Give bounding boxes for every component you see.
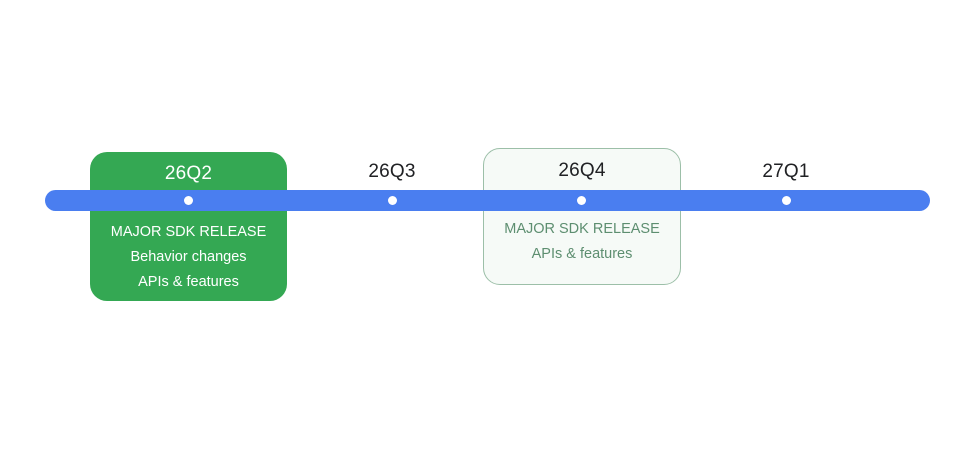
milestone-line-major-release: MAJOR SDK RELEASE [110,224,267,240]
milestone-title-26q2: 26Q2 [164,163,213,184]
milestone-body-26q4: MAJOR SDK RELEASE APIs & features [484,217,680,267]
milestone-line-apis-features: APIs & features [138,274,239,290]
milestone-line-major-release: MAJOR SDK RELEASE [504,221,660,237]
milestone-label-26q3: 26Q3 [368,161,416,182]
milestone-card-26q2[interactable]: 26Q2 MAJOR SDK RELEASE Behavior changes … [90,152,287,301]
milestone-label-27q1: 27Q1 [762,161,810,182]
milestone-line-behavior-changes: Behavior changes [130,249,247,265]
timeline-dot-26q3[interactable] [387,196,397,205]
timeline-dot-26q4[interactable] [576,196,586,205]
milestone-title-26q4: 26Q4 [558,160,606,181]
milestone-line-apis-features: APIs & features [531,246,633,262]
milestone-card-26q4[interactable]: 26Q4 MAJOR SDK RELEASE APIs & features [483,148,681,285]
milestone-body-26q2: MAJOR SDK RELEASE Behavior changes APIs … [90,220,287,295]
timeline-dot-27q1[interactable] [781,196,791,205]
timeline-dot-26q2[interactable] [183,196,193,205]
timeline-axis-bar [45,190,930,211]
